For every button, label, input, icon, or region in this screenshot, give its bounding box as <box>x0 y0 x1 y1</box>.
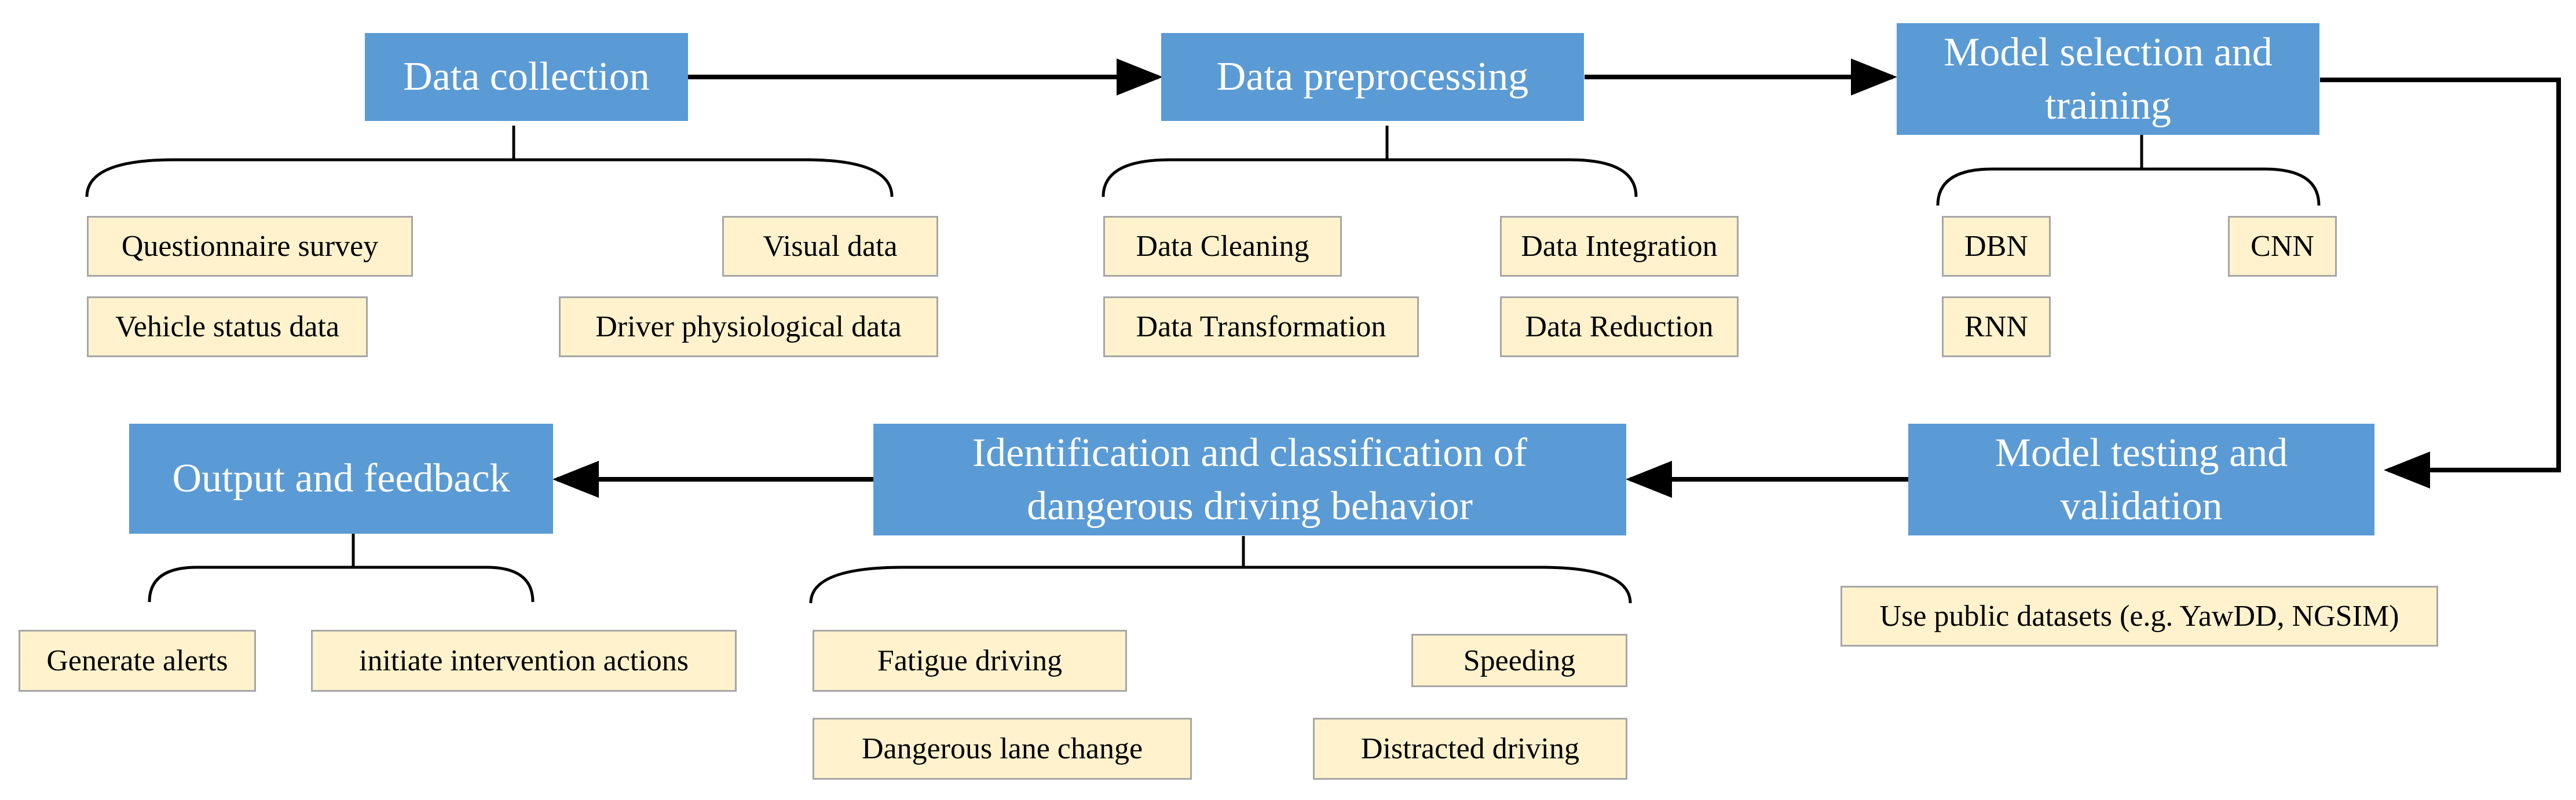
item-visual-data: Visual data <box>722 216 938 277</box>
item-speeding: Speeding <box>1411 634 1627 687</box>
bracket-identification <box>809 536 1632 604</box>
item-data-transformation: Data Transformation <box>1103 296 1419 357</box>
item-dbn: DBN <box>1942 216 2051 277</box>
item-cnn: CNN <box>2228 216 2337 277</box>
item-dangerous-lane-change: Dangerous lane change <box>813 718 1192 780</box>
stage-model-selection: Model selection and training <box>1897 23 2319 135</box>
stage-output: Output and feedback <box>129 424 553 534</box>
item-data-cleaning: Data Cleaning <box>1103 216 1342 277</box>
item-distracted-driving: Distracted driving <box>1313 718 1627 780</box>
item-questionnaire-survey: Questionnaire survey <box>87 216 413 277</box>
item-intervention-actions: initiate intervention actions <box>311 630 737 692</box>
stage-model-testing: Model testing and validation <box>1908 424 2374 535</box>
item-public-datasets: Use public datasets (e.g. YawDD, NGSIM) <box>1840 586 2438 647</box>
stage-data-preprocessing: Data preprocessing <box>1161 33 1584 121</box>
stage-data-collection: Data collection <box>365 33 688 121</box>
bracket-model-selection <box>1936 135 2321 206</box>
item-vehicle-status-data: Vehicle status data <box>87 296 368 357</box>
item-data-reduction: Data Reduction <box>1500 296 1739 357</box>
item-data-integration: Data Integration <box>1500 216 1739 277</box>
bracket-data-collection <box>85 126 894 197</box>
stage-identification: Identification and classification of dan… <box>873 424 1626 535</box>
item-fatigue-driving: Fatigue driving <box>813 630 1127 692</box>
item-generate-alerts: Generate alerts <box>19 630 256 692</box>
bracket-data-preprocessing <box>1102 126 1638 197</box>
arrow-model-to-testing <box>2320 78 2561 489</box>
item-driver-physiological-data: Driver physiological data <box>559 296 938 357</box>
item-rnn: RNN <box>1942 296 2051 357</box>
bracket-output <box>148 534 535 603</box>
